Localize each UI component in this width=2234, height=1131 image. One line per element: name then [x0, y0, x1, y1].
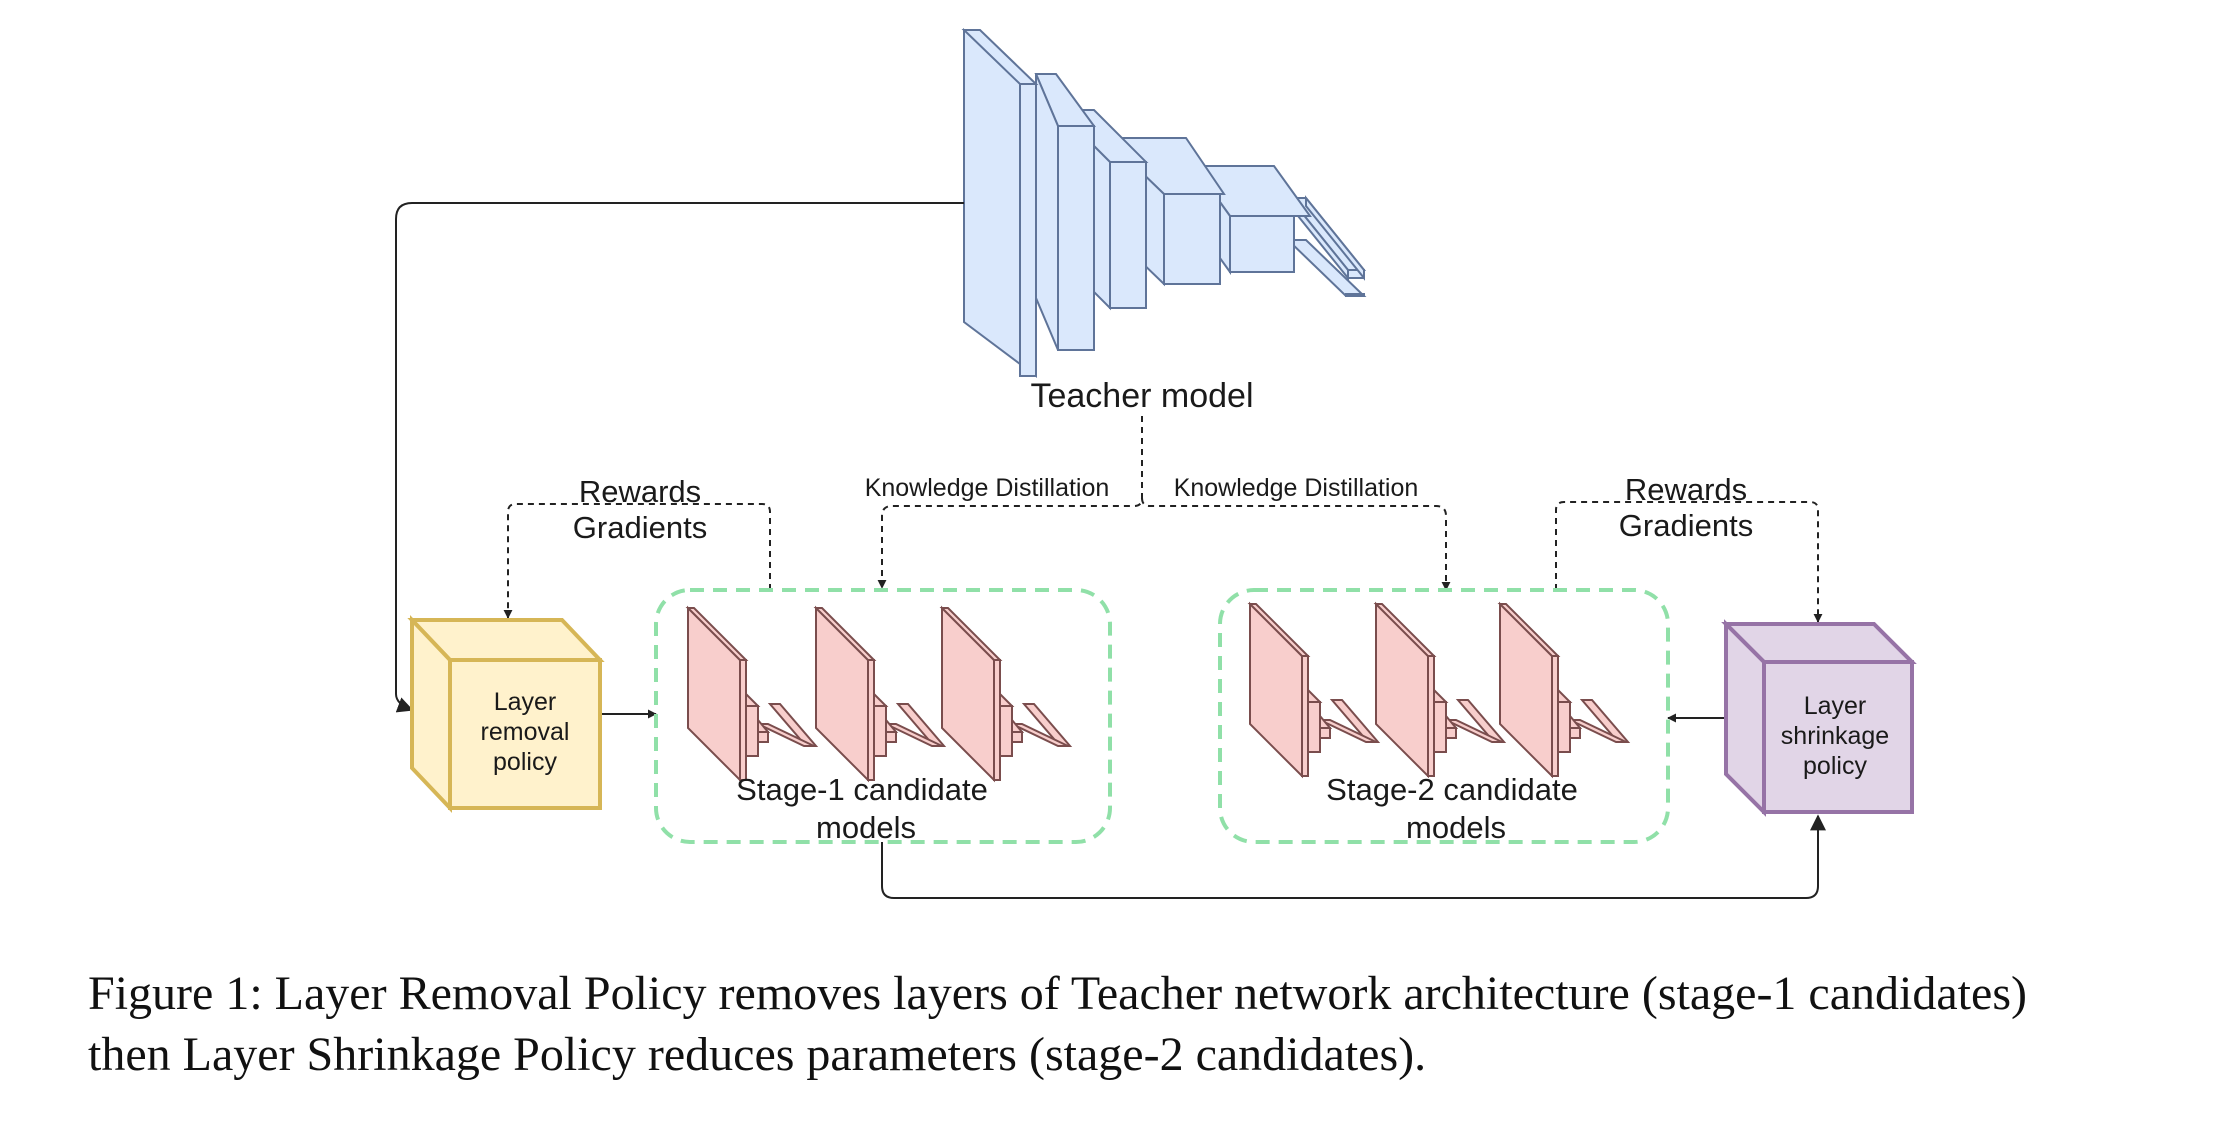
rewards-right-line2: Gradients	[1619, 508, 1753, 543]
kd-right-label: Knowledge Distillation	[1174, 474, 1419, 502]
teacher-to-removal-arrow	[395, 202, 964, 713]
stage2-candidate-icon-3	[1499, 603, 1629, 777]
stage1-group-border	[654, 588, 1112, 844]
shrinkage-policy-line2: shrinkage	[1781, 722, 1889, 750]
stage1-label-line1: Stage-1 candidate	[736, 772, 988, 807]
kd-left-label: Knowledge Distillation	[865, 474, 1110, 502]
shrinkage-policy-line1: Layer	[1804, 692, 1867, 720]
caption-line2: then Layer Shrinkage Policy reduces para…	[88, 1028, 1427, 1081]
removal-policy-line2: removal	[481, 718, 570, 746]
removal-policy-line3: policy	[493, 748, 557, 776]
shrinkage-policy-line3: policy	[1803, 752, 1867, 780]
rewards-left-arrow	[503, 503, 771, 619]
teacher-model-icon	[961, 28, 1367, 378]
stage1-candidate-icon-2	[815, 607, 945, 781]
rewards-right-arrow	[1555, 501, 1823, 623]
rewards-right-line1: Rewards	[1625, 472, 1747, 507]
stage2-label-line1: Stage-2 candidate	[1326, 772, 1578, 807]
caption-line1: Figure 1: Layer Removal Policy removes l…	[88, 967, 2027, 1020]
rewards-left-line2: Gradients	[573, 510, 707, 545]
stage2-candidate-icon-1	[1249, 603, 1379, 777]
layer-removal-policy-cube	[407, 614, 605, 814]
stage2-group-border	[1218, 588, 1670, 844]
layer-shrinkage-policy-cube	[1721, 619, 1917, 817]
removal-policy-line1: Layer	[494, 688, 557, 716]
stage1-candidate-models	[687, 607, 1071, 781]
stage1-to-shrinkage-arrow	[881, 814, 1826, 899]
stage1-candidate-icon-3	[941, 607, 1071, 781]
stage2-candidate-models	[1249, 603, 1629, 777]
kd-left-arrow	[877, 416, 1143, 589]
figure-caption: Figure 1: Layer Removal Policy removes l…	[88, 963, 2228, 1085]
teacher-model-label: Teacher model	[1030, 377, 1253, 415]
stage1-candidate-icon-1	[687, 607, 817, 781]
kd-right-arrow	[1141, 497, 1451, 591]
rewards-left-line1: Rewards	[579, 474, 701, 509]
stage1-label-line2: models	[816, 810, 916, 845]
stage2-label-line2: models	[1406, 810, 1506, 845]
stage2-candidate-icon-2	[1375, 603, 1505, 777]
